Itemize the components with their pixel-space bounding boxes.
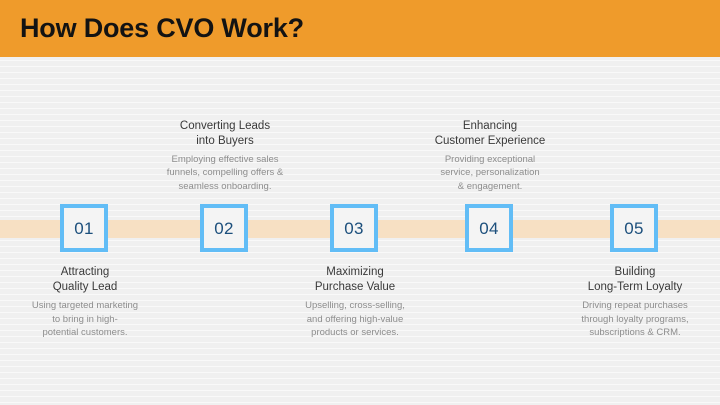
- step-number-label: 03: [344, 218, 364, 238]
- step-description: Employing effective sales funnels, compe…: [166, 153, 284, 192]
- step-box-04[interactable]: 04: [465, 204, 513, 252]
- step-heading: Converting Leads into Buyers: [179, 119, 271, 147]
- step-heading: Attracting Quality Lead: [52, 266, 118, 293]
- step-description: Upselling, cross-selling, and offering h…: [305, 300, 405, 338]
- step-box-01[interactable]: 01: [60, 204, 108, 252]
- page-title: How Does CVO Work?: [20, 13, 304, 43]
- step-description: Providing exceptional service, personali…: [440, 153, 540, 192]
- step-box-03[interactable]: 03: [330, 204, 378, 252]
- step-heading: Enhancing Customer Experience: [434, 119, 546, 147]
- step-number-label: 02: [214, 218, 234, 238]
- step-number-label: 04: [479, 218, 499, 238]
- step-number-label: 01: [74, 218, 94, 238]
- step-heading: Building Long-Term Loyalty: [587, 266, 683, 293]
- step-description: Using targeted marketing to bring in hig…: [31, 300, 139, 338]
- step-heading: Maximizing Purchase Value: [314, 266, 396, 293]
- step-number-label: 05: [624, 218, 644, 238]
- step-box-05[interactable]: 05: [610, 204, 658, 252]
- step-box-02[interactable]: 02: [200, 204, 248, 252]
- header-bar: How Does CVO Work?: [0, 0, 720, 57]
- step-description: Driving repeat purchases through loyalty…: [581, 300, 689, 338]
